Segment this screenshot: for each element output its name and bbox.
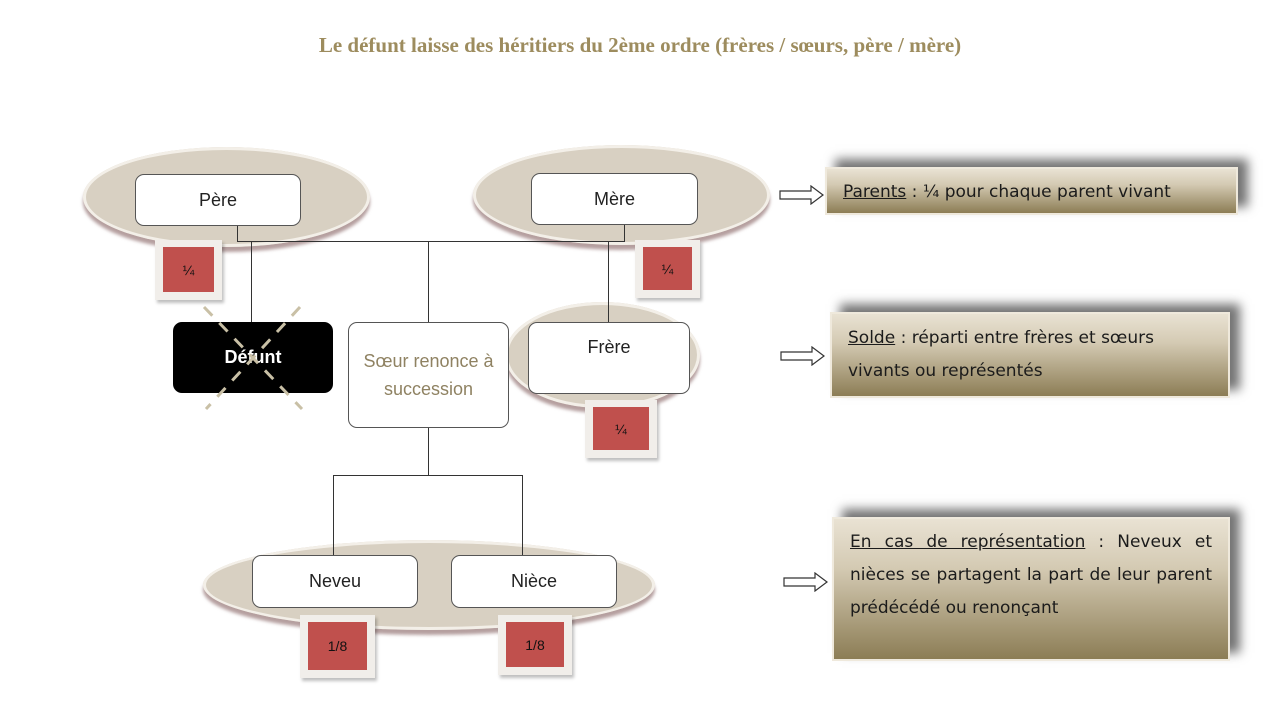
- arrow-right-icon: [779, 185, 824, 205]
- share-value: 1/8: [506, 622, 564, 667]
- note-label: Parents: [843, 182, 907, 202]
- share-badge-frere: ¼: [585, 400, 657, 458]
- node-pere: Père: [135, 174, 301, 226]
- diagram-title: Le défunt laisse des héritiers du 2ème o…: [318, 33, 962, 57]
- node-niece: Nièce: [451, 555, 617, 608]
- connector: [251, 241, 252, 322]
- connector: [522, 475, 523, 555]
- node-soeur: Sœur renonce à succession: [348, 322, 509, 428]
- share-badge-pere: ¼: [155, 240, 222, 300]
- share-badge-mere: ¼: [635, 240, 700, 298]
- note-text: : réparti entre frères et sœurs vivants …: [848, 328, 1154, 381]
- cross-out-icon: [202, 305, 304, 411]
- connector: [428, 241, 429, 322]
- connector: [624, 224, 625, 241]
- arrow-right-icon: [780, 346, 825, 366]
- arrow-right-icon: [783, 572, 828, 592]
- connector: [333, 475, 523, 476]
- connector: [333, 475, 334, 555]
- node-mere: Mère: [531, 173, 698, 225]
- share-badge-niece: 1/8: [498, 615, 572, 675]
- share-value: 1/8: [308, 622, 367, 670]
- note-parents: Parents : ¼ pour chaque parent vivant: [825, 167, 1238, 215]
- note-label: En cas de représentation: [850, 532, 1086, 552]
- share-value: ¼: [643, 247, 692, 290]
- connector: [428, 427, 429, 475]
- connector: [237, 241, 625, 242]
- share-value: ¼: [163, 247, 214, 292]
- note-representation: En cas de représentation : Neveux et niè…: [832, 517, 1230, 661]
- note-label: Solde: [848, 328, 896, 348]
- note-text: : Neveux et nièces se partagent la part …: [850, 532, 1212, 618]
- share-value: ¼: [593, 407, 649, 450]
- share-badge-neveu: 1/8: [300, 615, 375, 678]
- node-defunt: Défunt: [173, 305, 333, 411]
- connector: [237, 224, 238, 241]
- note-text: : ¼ pour chaque parent vivant: [906, 182, 1171, 202]
- node-neveu: Neveu: [252, 555, 418, 608]
- connector: [608, 241, 609, 322]
- node-frere: Frère: [528, 322, 690, 394]
- note-solde: Solde : réparti entre frères et sœurs vi…: [830, 312, 1230, 398]
